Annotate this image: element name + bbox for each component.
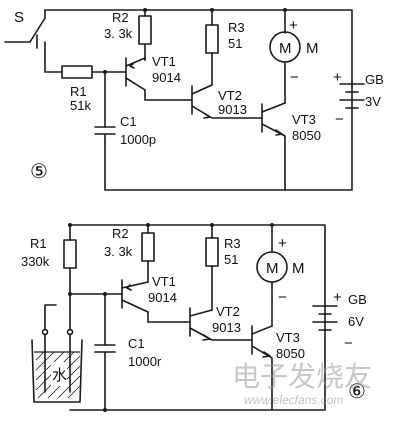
watermark-cn: 电子发烧友 [232, 361, 372, 393]
r2-value: 3. 3k [104, 26, 133, 41]
vt2-value: 9013 [218, 102, 247, 117]
resistor-r1 [61, 65, 119, 79]
vt2-name: VT2 [218, 88, 242, 103]
r3-value: 51 [224, 252, 238, 267]
transistor-vt2-bottom [184, 307, 249, 341]
battery-value: 3V [365, 94, 381, 109]
circuit-bottom: R1 330k 水 C1 [21, 223, 367, 412]
r1-value: 51k [70, 98, 91, 113]
motor-symbol: M [279, 40, 292, 57]
vt3-name: VT3 [292, 112, 316, 127]
motor-m-top [269, 8, 301, 104]
watermark: 电子发烧友 www.elecfans.com [232, 361, 372, 407]
c1-value: 1000p [120, 132, 156, 147]
motor-minus: − [278, 289, 287, 306]
r1-name: R1 [30, 236, 47, 251]
top-rail-wire [44, 9, 353, 191]
vt1-value: 9014 [152, 70, 181, 85]
transistor-vt2 [184, 84, 241, 119]
resistor-r3-bottom [205, 223, 219, 311]
battery-gb-top [339, 81, 365, 109]
circuit-number: ⑥ [348, 381, 366, 403]
motor-minus: − [290, 69, 299, 86]
r1-name: R1 [70, 84, 87, 99]
motor-label: M [306, 40, 319, 57]
c1-name: C1 [128, 336, 145, 351]
transistor-vt3 [239, 102, 286, 191]
capacitor-c1-bottom [94, 292, 116, 412]
c1-name: C1 [120, 114, 137, 129]
circuit-number: ⑤ [30, 161, 48, 183]
motor-label: M [292, 260, 305, 277]
c1-value: 1000r [128, 354, 162, 369]
resistor-r1-bottom [63, 223, 77, 295]
battery-minus: − [344, 335, 353, 352]
transistor-vt1-bottom [104, 279, 149, 313]
r3-name: R3 [228, 20, 245, 35]
vt2-name: VT2 [216, 304, 240, 319]
motor-plus: + [289, 17, 298, 34]
vt3-value: 8050 [276, 346, 305, 361]
vt1-value: 9014 [148, 290, 177, 305]
motor-plus: + [278, 235, 287, 252]
battery-minus: − [335, 111, 344, 128]
vt1-name: VT1 [152, 54, 176, 69]
resistor-r2-bottom [141, 223, 155, 283]
r2-name: R2 [112, 10, 129, 25]
vt3-value: 8050 [292, 128, 321, 143]
r3-name: R3 [224, 236, 241, 251]
r2-name: R2 [112, 226, 129, 241]
vt3-name: VT3 [276, 330, 300, 345]
watermark-url: www.elecfans.com [244, 393, 343, 407]
r3-value: 51 [228, 36, 242, 51]
vt1-name: VT1 [152, 274, 176, 289]
r2-value: 3. 3k [104, 244, 133, 259]
circuit-top: S R1 51k C1 1000p R2 3. 3k [4, 8, 384, 191]
battery-plus: + [333, 69, 342, 86]
vt1-vt2-wire-bottom [147, 311, 186, 323]
battery-gb-bottom [312, 305, 338, 331]
r1-value: 330k [21, 254, 50, 269]
bottom-rail-wire [69, 224, 326, 411]
vt1-vt2-wire [144, 89, 186, 101]
switch-label: S [14, 9, 24, 26]
motor-symbol: M [266, 260, 279, 277]
water-glyph: 水 [52, 367, 67, 384]
water-cup [31, 293, 83, 403]
battery-plus: + [333, 289, 342, 306]
transistor-vt3-bottom [247, 325, 273, 411]
capacitor-c1 [94, 70, 116, 144]
resistor-r2 [138, 8, 152, 61]
transistor-vt1 [117, 57, 146, 91]
motor-m-bottom [256, 223, 288, 327]
vt2-value: 9013 [212, 320, 241, 335]
battery-value: 6V [348, 314, 364, 329]
battery-name: GB [365, 72, 384, 87]
battery-name: GB [348, 292, 367, 307]
resistor-r3 [205, 8, 219, 86]
switch-s [4, 9, 63, 73]
